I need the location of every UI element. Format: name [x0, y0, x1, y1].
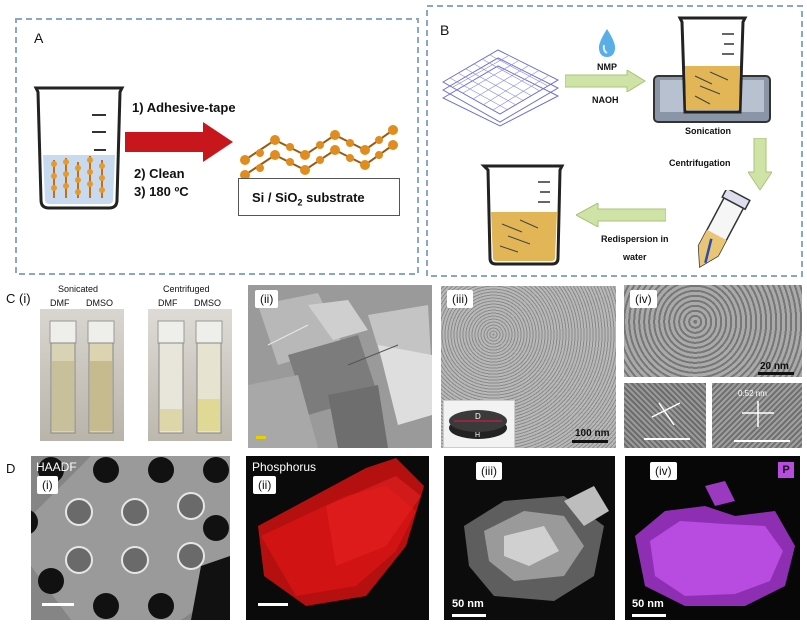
beaker-b-icon — [480, 164, 565, 266]
sem-scale-bar — [256, 436, 266, 439]
tem-sublabel: (iii) — [447, 290, 473, 308]
panel-c-label: C (i) — [6, 291, 31, 306]
haadf-sublabel: (i) — [37, 476, 58, 494]
stem-scale-bar — [452, 614, 486, 617]
centrifuge-tube-icon — [697, 190, 751, 268]
phosphorus-sublabel: (ii) — [253, 476, 277, 494]
beaker-a-icon — [33, 86, 125, 210]
stem-image — [444, 456, 615, 620]
sonication-label: Sonication — [685, 126, 732, 136]
p-map-sublabel: (iv) — [650, 462, 677, 480]
tem-scale-text: 100 nm — [575, 428, 610, 439]
centrifugation-label: Centrifugation — [669, 158, 731, 168]
haadf-scale-bar — [42, 603, 74, 606]
green-arrow-down-icon — [748, 138, 772, 190]
sonication-bath-icon — [653, 16, 771, 123]
lattice-inset-left — [624, 383, 706, 448]
disk-d-label: D — [475, 412, 481, 421]
step-clean: 2) Clean — [134, 166, 185, 181]
red-arrow-icon — [125, 122, 233, 162]
dmf-label-1: DMF — [50, 298, 70, 308]
hrtem-scale-text: 20 nm — [760, 361, 789, 372]
redispersion-line1: Redispersion in — [601, 234, 669, 244]
p-map-scale-bar — [632, 614, 666, 617]
phosphorus-title: Phosphorus — [252, 460, 317, 474]
hrtem-scale-bar — [758, 372, 794, 375]
stem-sublabel: (iii) — [476, 462, 502, 480]
tem-scale-bar — [572, 440, 608, 443]
lattice-spacing-text: 0.52 nm — [738, 389, 767, 398]
flake-on-substrate-icon — [240, 125, 398, 180]
haadf-title: HAADF — [36, 460, 77, 474]
vials-sonicated-icon — [49, 320, 115, 434]
substrate-label: Si / SiO2 substrate — [252, 190, 365, 208]
p-badge: P — [778, 462, 794, 478]
hrtem-sublabel: (iv) — [630, 290, 657, 308]
dmf-label-2: DMF — [158, 298, 178, 308]
centrifuged-label: Centrifuged — [163, 284, 210, 294]
lattice-inset-right — [712, 383, 802, 448]
naoh-label: NAOH — [592, 95, 619, 105]
disk-h-label: H — [475, 432, 480, 439]
stem-scale-text: 50 nm — [452, 598, 484, 610]
panel-b-frame — [426, 5, 803, 277]
p-map — [625, 456, 800, 620]
step-anneal: 3) 180 ºC — [134, 184, 189, 199]
disk-model-icon: D H — [449, 410, 507, 439]
panel-d-label: D — [6, 461, 16, 476]
vials-centrifuged-icon — [157, 320, 223, 434]
phosphorus-map — [246, 456, 429, 620]
phosphorus-scale-bar — [258, 603, 288, 606]
redispersion-line2: water — [623, 252, 647, 262]
p-map-scale-text: 50 nm — [632, 598, 664, 610]
sem-sublabel: (ii) — [255, 290, 279, 308]
green-arrow-right-icon — [565, 70, 646, 92]
sonicated-label: Sonicated — [58, 284, 99, 294]
nmp-label: NMP — [597, 62, 617, 72]
sem-image — [248, 285, 432, 448]
panel-b-label: B — [440, 22, 450, 38]
haadf-image — [31, 456, 230, 620]
dmso-label-1: DMSO — [86, 298, 113, 308]
panel-a-frame — [15, 18, 419, 275]
substrate-box — [238, 178, 400, 216]
green-arrow-left-icon — [576, 203, 666, 227]
step-adhesive-tape: 1) Adhesive-tape — [132, 100, 236, 115]
panel-a-label: A — [34, 30, 44, 46]
water-drop-icon — [598, 29, 616, 57]
crystal-lattice-icon — [441, 49, 560, 127]
dmso-label-2: DMSO — [194, 298, 221, 308]
